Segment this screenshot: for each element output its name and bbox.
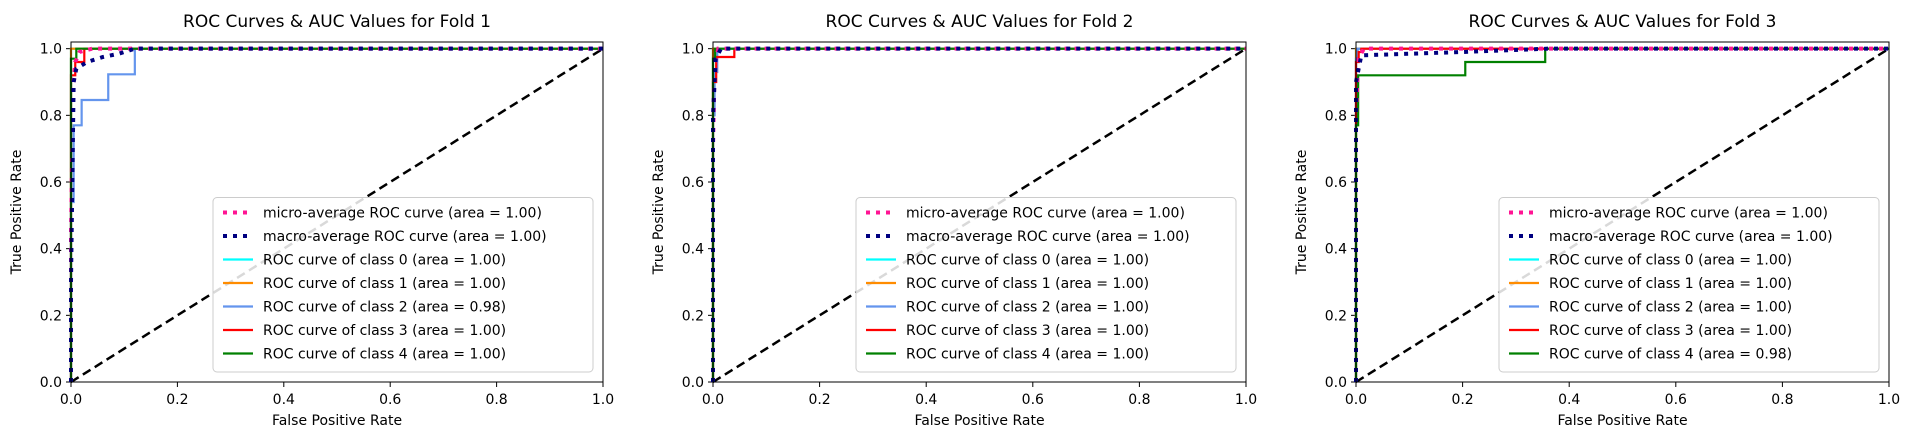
y-tick-label: 0.2 [682, 308, 704, 324]
x-tick-label: 1.0 [1878, 392, 1900, 408]
roc-series-line-0 [1354, 46, 1889, 382]
x-tick-label: 0.0 [1345, 392, 1367, 408]
roc-panel-fold-2: ROC Curves & AUC Values for Fold 2 0.0 0.2… [651, 12, 1257, 429]
x-tick-label: 0.4 [915, 392, 937, 408]
x-tick-label: 1.0 [1235, 392, 1257, 408]
legend-box [855, 197, 1237, 373]
x-tick-label: 0.8 [1128, 392, 1150, 408]
chart-title: ROC Curves & AUC Values for Fold 3 [1469, 12, 1777, 32]
plot-frame [1355, 41, 1890, 383]
y-tick-label: 0.8 [40, 108, 62, 124]
roc-series-line-1 [711, 46, 1246, 382]
legend-label: ROC curve of class 1 (area = 1.00) [906, 276, 1149, 292]
x-tick-label: 0.6 [1665, 392, 1687, 408]
legend-label: ROC curve of class 0 (area = 1.00) [906, 253, 1149, 269]
y-tick-label: 0.2 [40, 308, 62, 324]
y-tick-label: 0.4 [1325, 242, 1347, 258]
x-tick-label: 0.8 [485, 392, 507, 408]
y-tick-label: 0.2 [1325, 308, 1347, 324]
x-axis-label: False Positive Rate [272, 413, 402, 429]
legend-label: ROC curve of class 2 (area = 0.98) [263, 300, 506, 316]
legend-label: ROC curve of class 0 (area = 1.00) [1549, 253, 1792, 269]
legend-label: ROC curve of class 4 (area = 1.00) [906, 347, 1149, 363]
legend-label: macro-average ROC curve (area = 1.00) [263, 229, 547, 245]
legend-label: micro-average ROC curve (area = 1.00) [263, 206, 542, 222]
y-tick-label: 0.8 [1325, 108, 1347, 124]
legend: micro-average ROC curve (area = 1.00) mac… [855, 197, 1237, 373]
plot-frame [712, 41, 1247, 383]
y-tick-label: 0.6 [682, 175, 704, 191]
y-tick-label: 0.4 [40, 242, 62, 258]
legend-label: ROC curve of class 2 (area = 1.00) [906, 300, 1149, 316]
y-tick-label: 0.4 [682, 242, 704, 258]
y-axis-label: True Positive Rate [9, 150, 25, 276]
roc-panel-fold-3: ROC Curves & AUC Values for Fold 3 0.0 0.2… [1294, 12, 1900, 429]
roc-panel-fold-1: ROC Curves & AUC Values for Fold 1 0.0 0.2… [9, 12, 614, 429]
legend-label: ROC curve of class 1 (area = 1.00) [1549, 276, 1792, 292]
legend-label: ROC curve of class 2 (area = 1.00) [1549, 300, 1792, 316]
plot-frame [70, 41, 604, 383]
legend-box [1498, 197, 1880, 373]
x-tick-label: 0.2 [808, 392, 830, 408]
x-tick-label: 0.4 [273, 392, 295, 408]
legend-label: micro-average ROC curve (area = 1.00) [906, 206, 1185, 222]
legend-label: ROC curve of class 3 (area = 1.00) [1549, 323, 1792, 339]
legend-label: ROC curve of class 4 (area = 0.98) [1549, 347, 1792, 363]
y-tick-label: 0.0 [682, 375, 704, 391]
y-axis-label: True Positive Rate [1294, 150, 1310, 276]
legend-label: ROC curve of class 4 (area = 1.00) [263, 347, 506, 363]
x-tick-label: 0.2 [1451, 392, 1473, 408]
roc-series-line-6 [1354, 47, 1889, 382]
legend-label: macro-average ROC curve (area = 1.00) [906, 229, 1190, 245]
legend-label: ROC curve of class 0 (area = 1.00) [263, 253, 506, 269]
x-tick-label: 0.2 [166, 392, 188, 408]
y-tick-label: 1.0 [1325, 42, 1347, 58]
x-axis-label: False Positive Rate [1557, 413, 1687, 429]
x-axis-label: False Positive Rate [914, 413, 1044, 429]
x-tick-label: 0.6 [1022, 392, 1044, 408]
legend: micro-average ROC curve (area = 1.00) mac… [1498, 197, 1880, 373]
legend-label: ROC curve of class 3 (area = 1.00) [906, 323, 1149, 339]
y-tick-label: 0.8 [682, 108, 704, 124]
legend-label: micro-average ROC curve (area = 1.00) [1549, 206, 1828, 222]
y-tick-label: 1.0 [40, 42, 62, 58]
y-tick-label: 1.0 [682, 42, 704, 58]
y-axis-label: True Positive Rate [651, 150, 667, 276]
y-tick-label: 0.0 [40, 375, 62, 391]
legend-label: macro-average ROC curve (area = 1.00) [1549, 229, 1833, 245]
legend-box [212, 197, 594, 373]
roc-series-line-1 [69, 46, 603, 382]
legend-label: ROC curve of class 1 (area = 1.00) [263, 276, 506, 292]
y-tick-label: 0.0 [1325, 375, 1347, 391]
chart-title: ROC Curves & AUC Values for Fold 1 [183, 12, 491, 32]
chart-title: ROC Curves & AUC Values for Fold 2 [826, 12, 1134, 32]
y-tick-label: 0.6 [1325, 175, 1347, 191]
x-tick-label: 0.0 [702, 392, 724, 408]
x-tick-label: 0.0 [60, 392, 82, 408]
x-tick-label: 0.4 [1558, 392, 1580, 408]
x-tick-label: 1.0 [592, 392, 614, 408]
x-tick-label: 0.8 [1771, 392, 1793, 408]
x-tick-label: 0.6 [379, 392, 401, 408]
legend-label: ROC curve of class 3 (area = 1.00) [263, 323, 506, 339]
legend: micro-average ROC curve (area = 1.00) mac… [212, 197, 594, 373]
y-tick-label: 0.6 [40, 175, 62, 191]
